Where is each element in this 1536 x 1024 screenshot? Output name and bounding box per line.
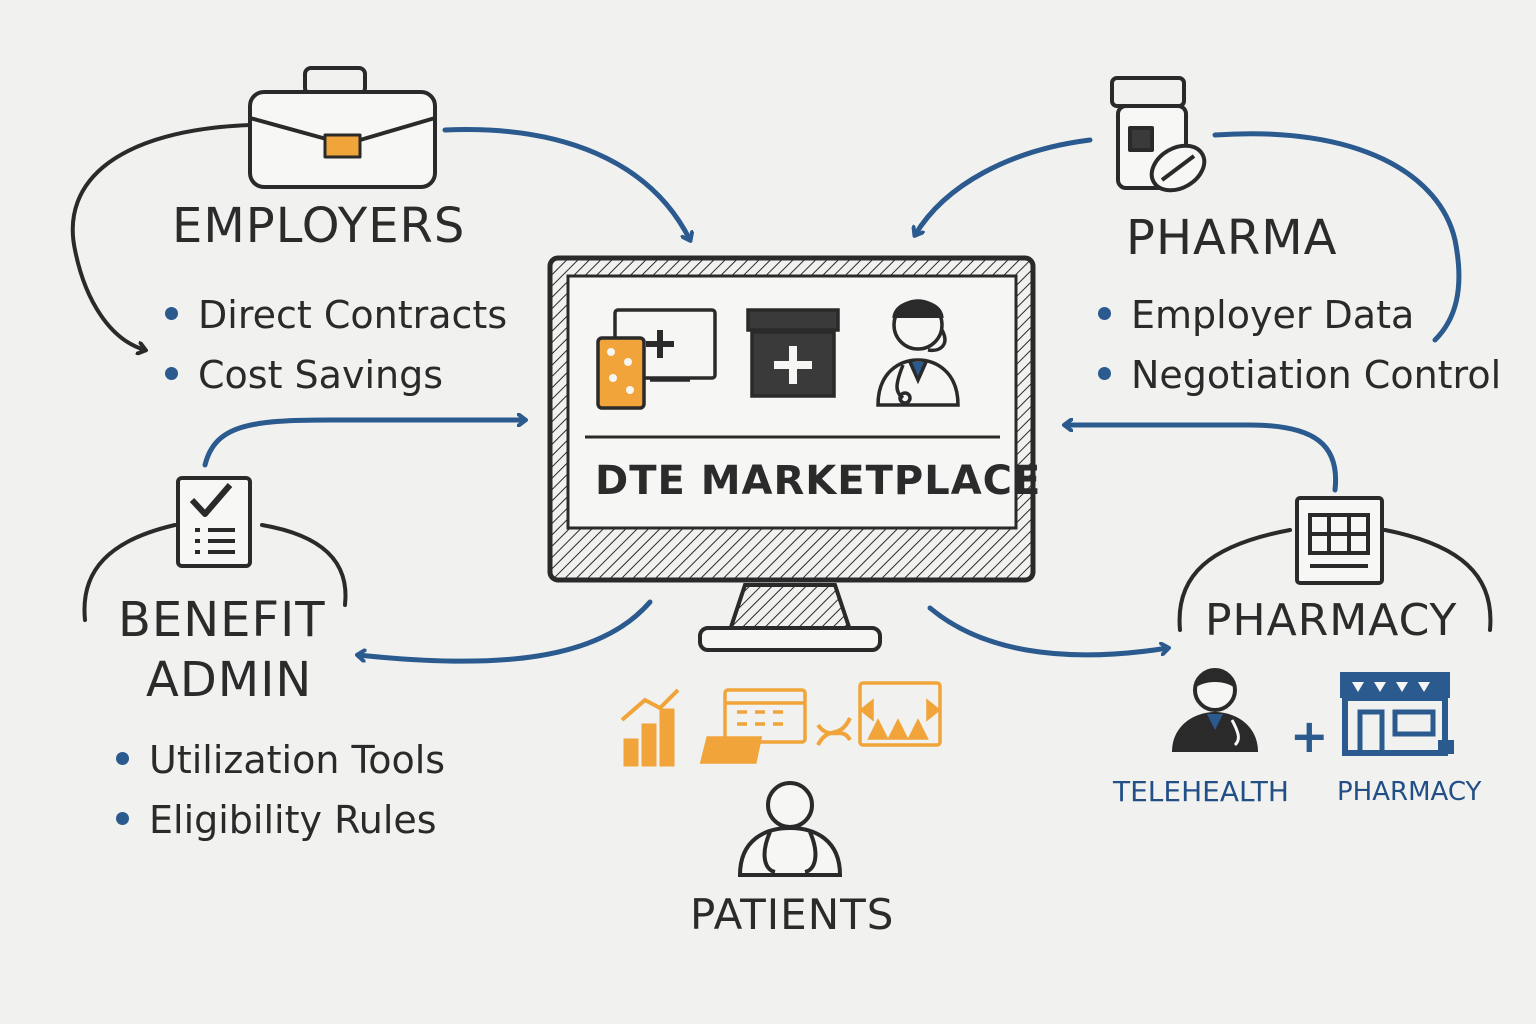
media-panel-icon (858, 681, 942, 747)
benefit-admin-heading-line2: ADMIN (146, 652, 313, 708)
flow-arrows (70, 123, 1493, 664)
storefront-icon (1340, 672, 1454, 756)
briefcase-icon (248, 66, 437, 189)
list-item: Negotiation Control (1098, 345, 1501, 405)
pill-bottle-icon (1110, 76, 1207, 193)
arrow-marketplace-to-pharmacy (927, 605, 1168, 658)
bullet-dot (165, 367, 178, 380)
arrow-pharma-to-marketplace (915, 137, 1093, 235)
benefit-admin-heading-line1: BENEFIT (118, 592, 326, 648)
bullet-dot (1098, 307, 1111, 320)
pharma-heading: PHARMA (1126, 210, 1338, 266)
pharma-bullets: Employer Data Negotiation Control (1098, 285, 1501, 405)
arrow-benefit-to-marketplace (202, 420, 525, 468)
list-item: Utilization Tools (116, 730, 445, 790)
bullet-dot (1098, 367, 1111, 380)
doctor-icon (1172, 668, 1258, 752)
doctor-headset-icon (876, 299, 960, 407)
pharmacy-shelf-icon (1295, 496, 1384, 585)
calendar-icon (699, 688, 807, 764)
patients-heading: PATIENTS (690, 890, 895, 939)
bar-chart-icon (620, 688, 680, 767)
arrow-employers-loop (70, 123, 252, 350)
arrow-pharma-loop (1212, 131, 1462, 343)
employers-heading: EMPLOYERS (172, 198, 466, 254)
list-item: Eligibility Rules (116, 790, 445, 850)
arc-pharmacy-right (1383, 528, 1493, 632)
patient-icon (737, 781, 843, 877)
bullet-dot (165, 307, 178, 320)
pharmacy-sub-label: PHARMACY (1337, 777, 1482, 807)
telehealth-label: TELEHEALTH (1113, 775, 1289, 808)
bullet-dot (116, 752, 129, 765)
list-item: Direct Contracts (165, 285, 507, 345)
arrow-pharmacy-to-marketplace (1065, 425, 1339, 493)
bullet-dot (116, 812, 129, 825)
plus-sign: + (1290, 709, 1329, 763)
arc-benefit-admin (82, 523, 177, 622)
dna-icon (816, 717, 852, 746)
arrow-marketplace-to-benefit (358, 599, 653, 664)
arc-pharmacy-left (1177, 528, 1292, 632)
list-item: Cost Savings (165, 345, 507, 405)
benefit-admin-bullets: Utilization Tools Eligibility Rules (116, 730, 445, 850)
list-item: Employer Data (1098, 285, 1501, 345)
telehealth-device-icon (596, 308, 717, 410)
arc-benefit-admin-right (260, 523, 348, 607)
checklist-icon (176, 476, 252, 568)
pharmacy-heading: PHARMACY (1205, 595, 1458, 646)
arrow-employers-to-marketplace (442, 127, 690, 240)
clinic-icon (746, 308, 840, 398)
marketplace-title: DTE MARKETPLACE (595, 458, 1042, 504)
employers-bullets: Direct Contracts Cost Savings (165, 285, 507, 405)
